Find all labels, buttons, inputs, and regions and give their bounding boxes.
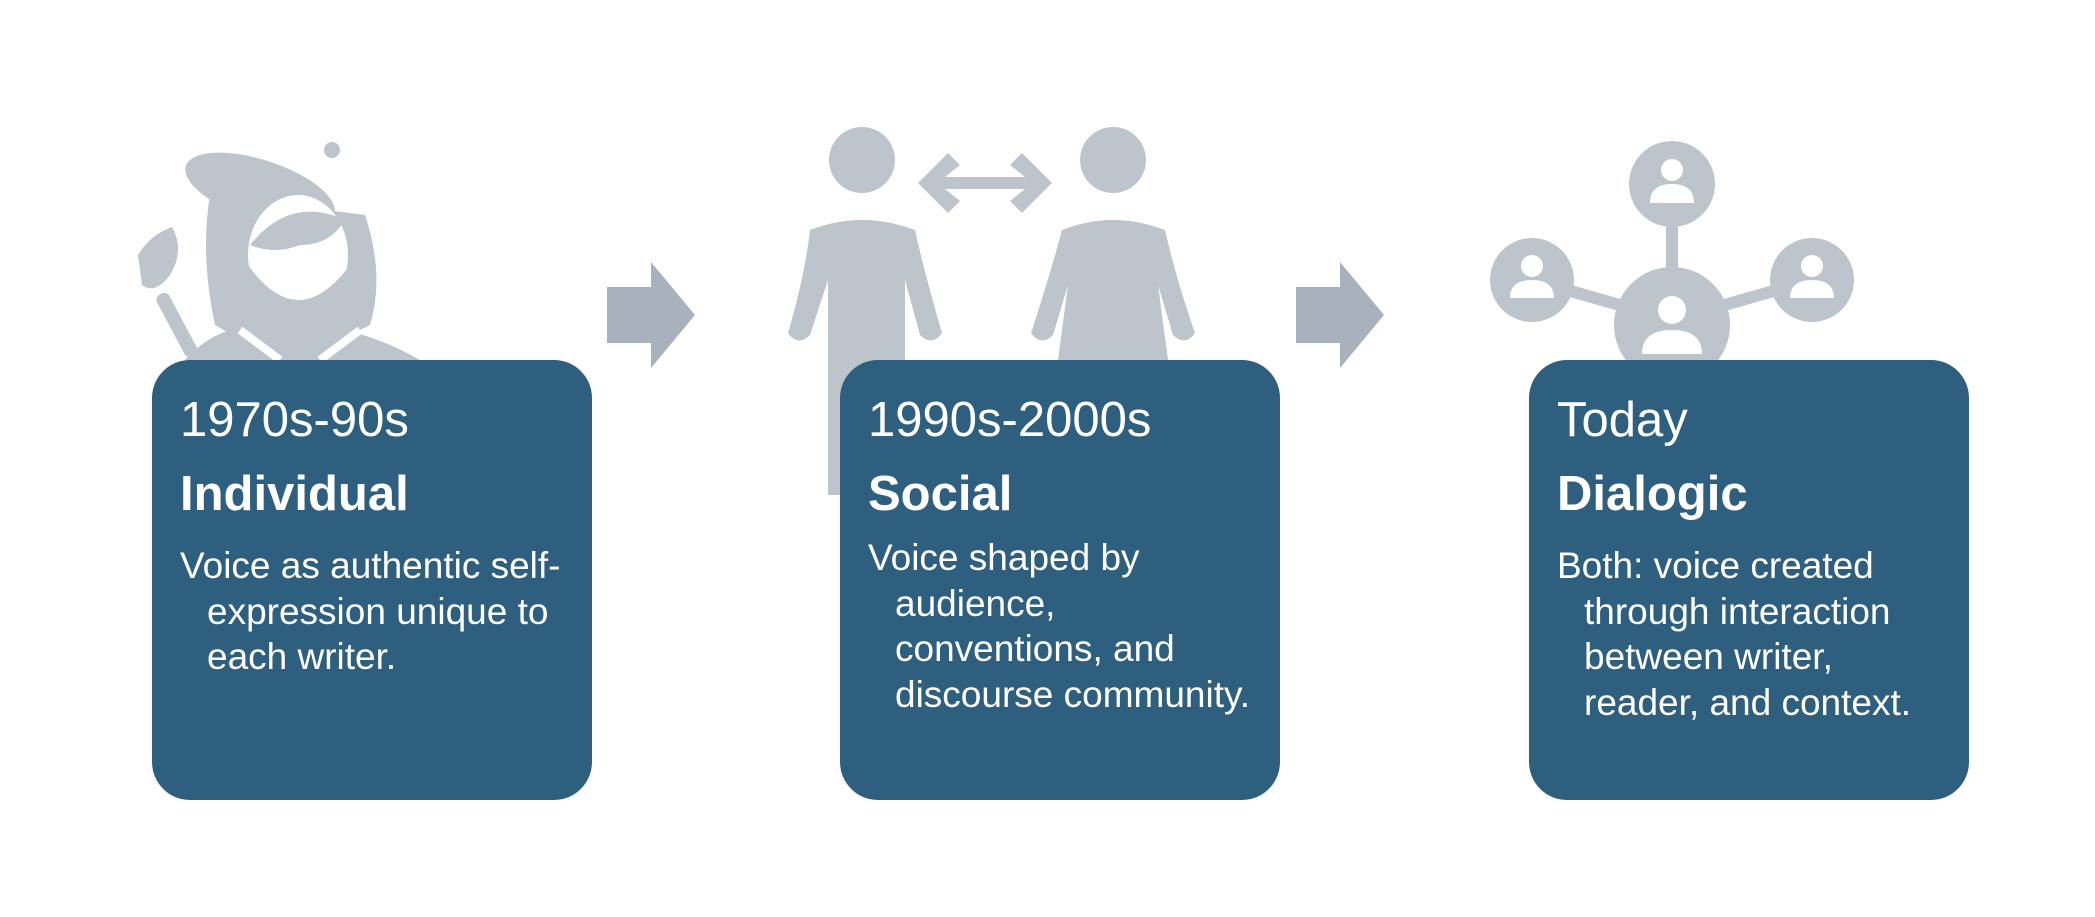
network-people-icon	[1490, 140, 1860, 383]
stage-title: Dialogic	[1557, 467, 1748, 522]
arrow-right-icon	[607, 262, 695, 373]
stage-title: Individual	[180, 467, 409, 522]
two-people-exchange-icon	[770, 125, 1210, 495]
arrow-right-icon	[1296, 262, 1384, 373]
stage-card-individual: 1970s-90s Individual Voice as authentic …	[152, 360, 592, 800]
stage-title: Social	[868, 467, 1013, 522]
artist-person-icon	[130, 135, 430, 364]
stage-era: Today	[1557, 393, 1688, 447]
stage-card-dialogic: Today Dialogic Both: voice created throu…	[1529, 360, 1969, 800]
stage-description: Voice shaped by audience, conventions, a…	[868, 536, 1251, 716]
stage-era: 1970s-90s	[180, 393, 409, 447]
stage-card-social: 1990s-2000s Social Voice shaped by audie…	[840, 360, 1280, 800]
stage-era: 1990s-2000s	[868, 393, 1152, 447]
stage-description: Both: voice created through interaction …	[1557, 544, 1912, 724]
stage-description: Voice as authentic self-expression uniqu…	[180, 544, 561, 678]
